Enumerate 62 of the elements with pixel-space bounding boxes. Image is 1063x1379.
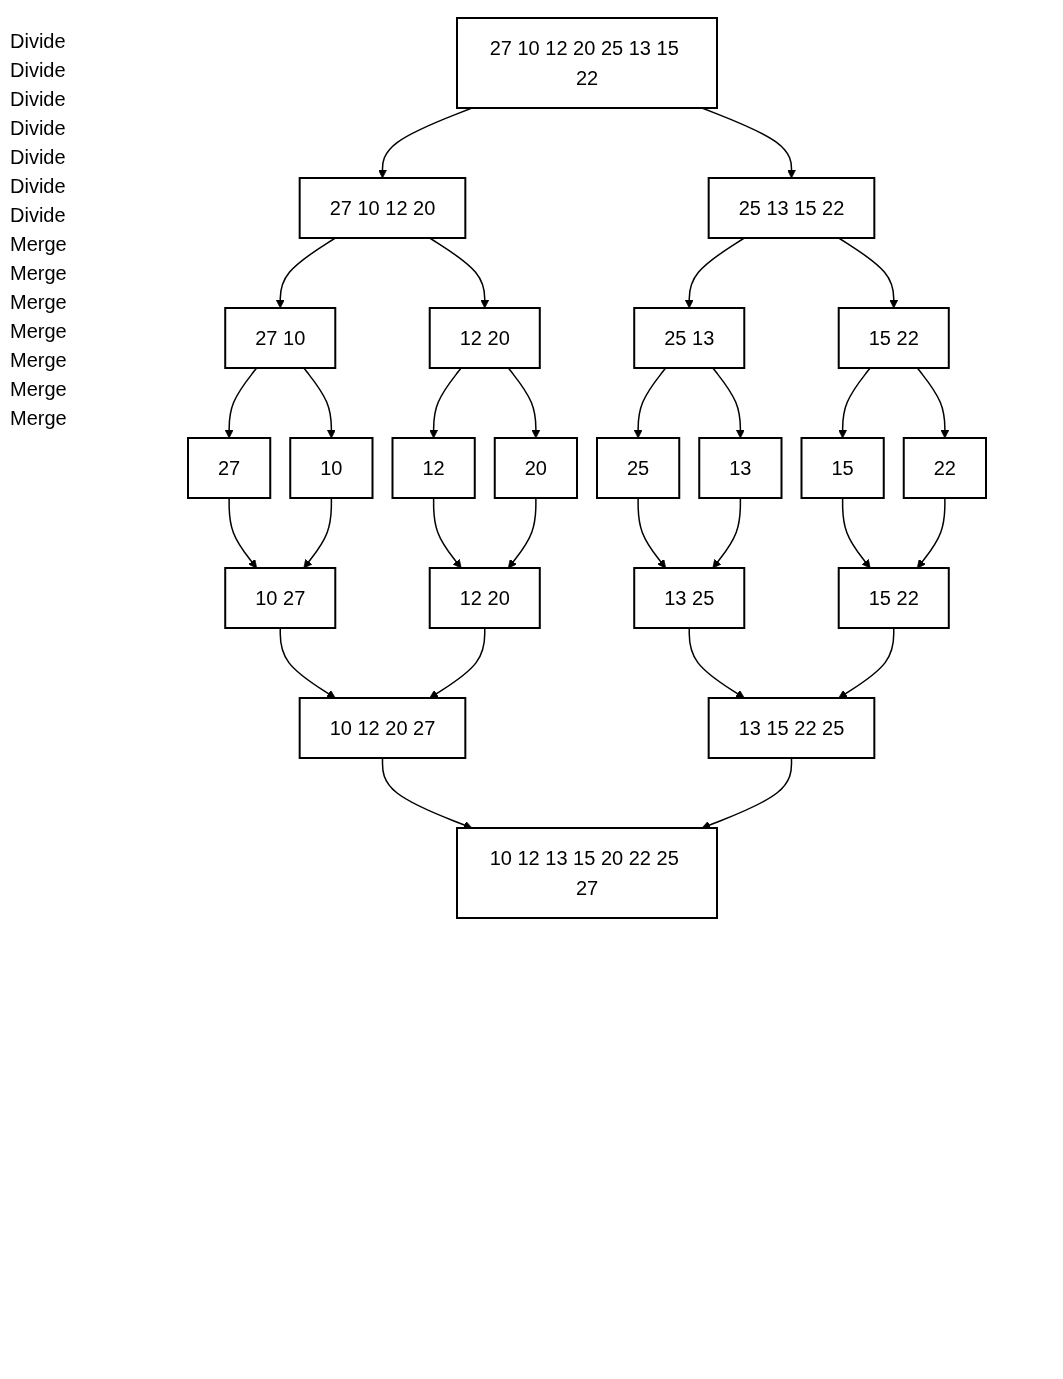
arrow: [275, 237, 336, 309]
node-box: 10 12 13 15 20 22 25 27: [455, 827, 718, 919]
node-box: 25 13: [632, 307, 745, 369]
node-box: 10: [288, 437, 373, 499]
step-label: Merge: [10, 407, 68, 430]
node-box: 13: [697, 437, 782, 499]
step-label: Merge: [10, 349, 68, 372]
arrow: [633, 367, 666, 439]
step-label: Divide: [10, 117, 67, 140]
arrow: [428, 237, 489, 309]
arrow: [841, 497, 871, 569]
arrow: [636, 497, 666, 569]
arrow: [428, 627, 485, 699]
node-box: 27 10 12 20 25 13 15 22: [455, 17, 718, 109]
arrow: [507, 497, 537, 569]
node-box: 27: [186, 437, 271, 499]
arrow: [916, 367, 949, 439]
arrow: [279, 627, 336, 699]
node-box: 25: [595, 437, 680, 499]
arrow: [428, 367, 462, 439]
arrow: [224, 367, 257, 439]
node-box: 27 10 12 20: [298, 177, 466, 239]
node-box: 13 25: [632, 567, 745, 629]
node-box: 22: [902, 437, 987, 499]
arrow: [227, 497, 257, 569]
arrow: [684, 237, 745, 309]
step-label: Divide: [10, 30, 67, 53]
step-label: Merge: [10, 262, 68, 285]
arrow: [302, 367, 336, 439]
arrow: [837, 367, 871, 439]
node-box: 12 20: [428, 567, 541, 629]
node-box: 13 15 22 25: [707, 697, 875, 759]
node-box: 15 22: [837, 307, 950, 369]
node-box: 15 22: [837, 567, 950, 629]
node-box: 25 13 15 22: [707, 177, 875, 239]
step-label: Merge: [10, 378, 68, 401]
arrow: [916, 497, 946, 569]
arrow: [711, 497, 741, 569]
step-label: Merge: [10, 320, 68, 343]
node-box: 10 12 20 27: [298, 697, 466, 759]
node-box: 12 20: [428, 307, 541, 369]
arrow: [507, 367, 540, 439]
arrow: [381, 757, 472, 830]
arrow: [701, 757, 792, 830]
arrow: [302, 497, 332, 569]
node-box: 10 27: [223, 567, 336, 629]
arrow: [688, 627, 745, 699]
node-box: 20: [493, 437, 578, 499]
step-label: Divide: [10, 88, 67, 111]
step-label: Divide: [10, 204, 67, 227]
arrow: [837, 237, 898, 309]
arrow: [711, 367, 745, 439]
step-label: Divide: [10, 146, 67, 169]
step-label: Divide: [10, 59, 67, 82]
node-box: 15: [800, 437, 885, 499]
node-box: 27 10: [223, 307, 336, 369]
step-label: Merge: [10, 233, 68, 256]
step-label: Merge: [10, 291, 68, 314]
arrow: [432, 497, 462, 569]
arrow: [837, 627, 894, 699]
node-box: 12: [391, 437, 476, 499]
step-label: Divide: [10, 175, 67, 198]
